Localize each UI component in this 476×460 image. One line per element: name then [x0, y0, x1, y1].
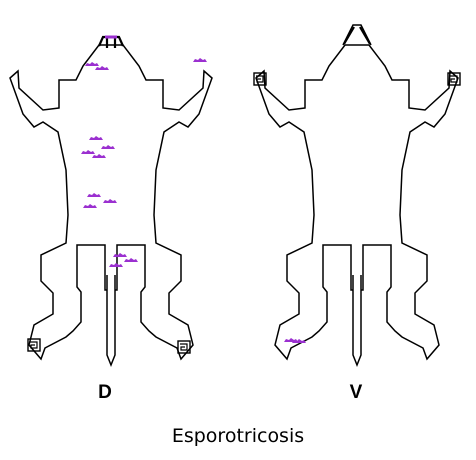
dorsal-tail [106, 275, 116, 368]
lesion-mark [113, 253, 127, 257]
lesion-mark [95, 66, 109, 70]
dorsal-head-marks [97, 35, 125, 48]
lesion-mark [92, 154, 106, 158]
dorsal-body [9, 35, 213, 368]
dorsal-view-label: D [98, 382, 112, 403]
lesion-mark [109, 263, 123, 267]
diagram-caption: Esporotricosis [171, 425, 305, 447]
lesion-mark [83, 204, 97, 208]
lesion-mark [89, 136, 103, 140]
ventral-view-label: V [349, 382, 363, 403]
lesion-mark [101, 145, 115, 149]
ventral-head-marks [342, 24, 372, 46]
lesion-mark [87, 193, 101, 197]
ventral-lesions [284, 338, 306, 343]
dorsal-lesions [81, 58, 207, 267]
lesion-mark [85, 62, 99, 66]
lesion-mark [292, 339, 306, 343]
lesion-mark [81, 150, 95, 154]
ventral-tail [352, 275, 362, 368]
ventral-body [253, 24, 461, 368]
lesion-mark [193, 58, 207, 62]
lesion-mark [124, 258, 138, 262]
lesion-mark [103, 199, 117, 203]
